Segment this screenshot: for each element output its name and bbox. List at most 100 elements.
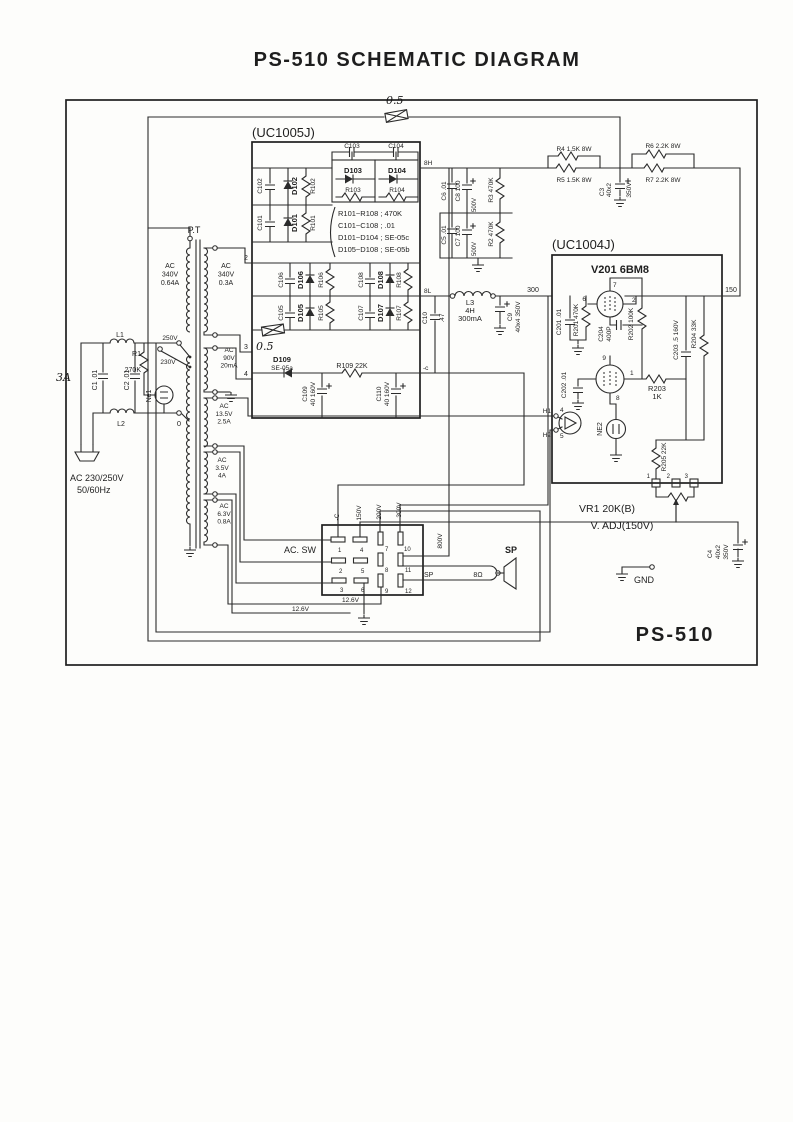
- r7-label: R7 2.2K 8W: [645, 177, 681, 184]
- block-pin3: 3: [685, 474, 689, 480]
- resistor-icon: [301, 212, 311, 235]
- ground-icon: [613, 196, 627, 208]
- tap-230v-label: 230V: [160, 359, 176, 366]
- r6-label: R6 2.2K 8W: [645, 143, 681, 150]
- speaker-section: SP 8Ω SP: [402, 545, 517, 591]
- ground-icon: [224, 391, 238, 403]
- r202-label: R202 100K: [628, 307, 635, 340]
- resistor-icon: [325, 301, 335, 324]
- l3-coil-icon: [454, 290, 492, 297]
- acsw-pin11: 11: [405, 568, 412, 574]
- net-150: 150: [725, 287, 737, 294]
- resistor-icon: [341, 192, 363, 202]
- acsw-126v-a: 12.6V: [292, 606, 310, 613]
- sp-net-label: SP: [424, 572, 434, 579]
- acsw-pin4: 4: [360, 548, 364, 554]
- c204-label: C204: [598, 326, 605, 342]
- net-h1: H1: [543, 408, 552, 415]
- acsw-net-800: 800V: [437, 533, 444, 549]
- polarity-plus-icon: [399, 382, 407, 390]
- resistor-icon: [643, 163, 665, 173]
- top-fuse-line: 0.5: [147, 94, 621, 169]
- ac-voltage-label: AC 230/250V: [70, 473, 124, 483]
- capacitor-icon: [461, 184, 473, 191]
- d102-label: D102: [290, 177, 299, 195]
- c103-label: C103: [344, 143, 360, 150]
- c3-value: 40x2: [606, 183, 613, 197]
- c9-value: 40x4 350V: [515, 301, 522, 333]
- capacitor-icon: [680, 351, 692, 358]
- resistor-icon: [557, 151, 579, 161]
- fuse-icon: [384, 109, 409, 123]
- c3-label: C3: [599, 187, 606, 196]
- r205-label: R205 22K: [661, 442, 668, 472]
- d107-label: D107: [376, 304, 385, 322]
- c107-label: C107: [358, 305, 365, 321]
- capacitor-icon: [614, 183, 626, 190]
- r107-label: R107: [396, 305, 403, 321]
- net-h2: H2: [543, 432, 552, 439]
- secondary-winding-icon: [203, 247, 209, 333]
- l3-current: 300mA: [458, 314, 482, 323]
- acsw-pin5: 5: [361, 569, 365, 575]
- ground-icon: [571, 344, 585, 356]
- schematic-frame: [65, 99, 758, 666]
- r101-label: R101: [310, 215, 317, 231]
- ground-icon: [183, 546, 197, 558]
- acsw-126v-b: 12.6V: [342, 597, 360, 604]
- c109-value: 40 160V: [310, 381, 317, 406]
- resistor-icon: [699, 334, 709, 357]
- l3-inductance: 4H: [465, 306, 475, 315]
- diode-icon: [384, 307, 396, 317]
- transformer-name: P.T: [188, 225, 201, 235]
- polarity-plus-icon: [741, 538, 749, 546]
- c104-label: C104: [388, 143, 404, 150]
- net-minus-c: -c: [423, 365, 429, 372]
- polarity-plus-icon: [469, 222, 477, 230]
- resistor-icon: [581, 305, 591, 328]
- d106-label: D106: [296, 271, 305, 289]
- uc1004j-block: (UC1004J) V201 6BM8 150 7 6 2 C201 .01 R…: [543, 237, 741, 532]
- acsw-pin3: 3: [340, 588, 344, 594]
- net-8l: 8L: [424, 288, 432, 295]
- acsw-pin9: 9: [385, 589, 389, 595]
- resistor-icon: [637, 307, 647, 330]
- choke-section: L3 4H 300mA C9 40x4 350V C10 .47 300: [419, 287, 553, 374]
- ground-icon: [731, 557, 745, 569]
- diode-icon: [304, 307, 316, 317]
- acsw-pin12: 12: [405, 589, 412, 595]
- sp-title: SP: [505, 545, 517, 555]
- capacitor-icon: [129, 373, 141, 380]
- diode-icon: [384, 274, 396, 284]
- c4-voltage: 350V: [723, 544, 730, 560]
- resistor-icon: [403, 301, 413, 324]
- resistor-icon: [341, 368, 363, 378]
- c5-label: C5 .01: [441, 225, 448, 245]
- c109-label: C109: [302, 386, 309, 402]
- c108-label: C108: [358, 272, 365, 288]
- acsw-pin10: 10: [404, 547, 411, 553]
- c8-label: C8 100: [455, 180, 462, 201]
- vr1-label: VR1 20K(B): [579, 503, 635, 515]
- c106-label: C106: [278, 272, 285, 288]
- tube-pin9: 9: [602, 355, 606, 362]
- r1-value: 270K: [125, 367, 142, 374]
- ground-icon: [615, 570, 629, 582]
- vadj-label: V. ADJ(150V): [591, 520, 654, 532]
- tube-pin1: 1: [630, 370, 634, 377]
- resistor-icon: [385, 192, 407, 202]
- c4-label: C4: [707, 549, 714, 558]
- c102-label: C102: [257, 178, 264, 194]
- acsw-pin7: 7: [385, 547, 389, 553]
- c7-label: C7 100: [455, 225, 462, 246]
- capacitor-icon: [572, 387, 584, 394]
- lamp-pin5: 5: [560, 433, 564, 440]
- gnd-label: GND: [634, 575, 655, 585]
- r3-label: R3 470K: [488, 177, 495, 203]
- primary-winding-icon: [185, 247, 191, 333]
- sp-impedance: 8Ω: [473, 572, 482, 579]
- tube-pin8: 8: [616, 395, 620, 402]
